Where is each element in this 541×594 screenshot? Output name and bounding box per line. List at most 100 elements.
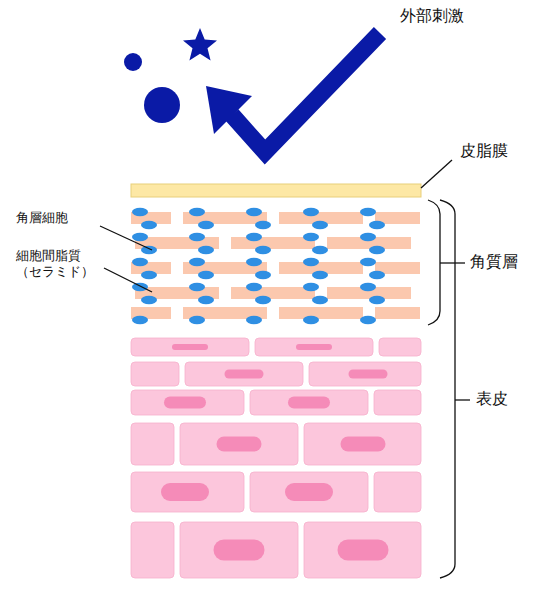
nucleus bbox=[296, 344, 332, 350]
leader-line bbox=[100, 226, 152, 250]
lipid bbox=[141, 221, 157, 229]
sebum-film bbox=[131, 184, 421, 197]
epidermal-cell bbox=[379, 338, 421, 356]
corneocyte bbox=[231, 287, 315, 299]
lipid bbox=[360, 233, 376, 241]
lipid bbox=[246, 316, 262, 324]
bracket bbox=[440, 200, 455, 578]
epidermal-cell bbox=[131, 362, 179, 386]
lipid bbox=[189, 208, 205, 216]
nucleus bbox=[172, 344, 208, 350]
lipid bbox=[303, 283, 319, 291]
corneocyte bbox=[231, 237, 315, 249]
part-label: 細胞間脂質 （セラミド） bbox=[14, 248, 102, 281]
lipid bbox=[255, 271, 271, 279]
corneocyte bbox=[375, 307, 420, 319]
lipid bbox=[255, 296, 271, 304]
lipid bbox=[198, 271, 214, 279]
epidermal-cell bbox=[131, 390, 244, 415]
epidermal-cell bbox=[180, 522, 298, 578]
epidermal-cell bbox=[309, 362, 421, 386]
epidermal-cell bbox=[250, 390, 368, 415]
stimulus-label: 外部刺激 bbox=[398, 6, 466, 26]
nucleus bbox=[341, 437, 386, 452]
lipid bbox=[303, 258, 319, 266]
lipid bbox=[198, 221, 214, 229]
lipid bbox=[303, 316, 319, 324]
lipid bbox=[255, 246, 271, 254]
lipid bbox=[132, 233, 148, 241]
stimulus-arrow bbox=[232, 33, 380, 152]
part-label: 角層細胞 bbox=[14, 210, 70, 226]
lipid bbox=[312, 296, 328, 304]
epidermal-cell bbox=[374, 390, 421, 415]
lipid bbox=[360, 283, 376, 291]
lipid bbox=[369, 296, 385, 304]
epidermis-cells bbox=[131, 338, 421, 578]
lipid bbox=[312, 271, 328, 279]
leader-line bbox=[421, 160, 452, 188]
epidermal-cell bbox=[180, 423, 298, 465]
lipid bbox=[369, 221, 385, 229]
lipid bbox=[132, 208, 148, 216]
stimulus-dot bbox=[124, 53, 142, 71]
lipid bbox=[246, 233, 262, 241]
lipid bbox=[132, 316, 148, 324]
lipid bbox=[360, 208, 376, 216]
lipid bbox=[312, 221, 328, 229]
lipid bbox=[312, 246, 328, 254]
epidermal-cell bbox=[255, 338, 373, 356]
corneocyte bbox=[279, 307, 363, 319]
bracket bbox=[428, 200, 440, 325]
film-label: 皮脂膜 bbox=[458, 141, 510, 161]
lipid bbox=[198, 246, 214, 254]
nucleus bbox=[288, 397, 330, 409]
lipid bbox=[246, 283, 262, 291]
epidermal-cell bbox=[304, 522, 421, 578]
epidermal-cell bbox=[131, 423, 174, 465]
nucleus bbox=[349, 370, 388, 379]
stratum-corneum bbox=[131, 208, 420, 324]
lipid bbox=[189, 258, 205, 266]
nucleus bbox=[217, 437, 262, 452]
arrow-head bbox=[206, 86, 252, 134]
nucleus bbox=[225, 370, 264, 379]
lipid bbox=[132, 258, 148, 266]
nucleus bbox=[338, 540, 389, 561]
epidermal-cell bbox=[131, 472, 244, 512]
nucleus bbox=[164, 397, 206, 409]
stimulus-star bbox=[183, 28, 217, 60]
leader-line bbox=[104, 268, 152, 292]
lipid bbox=[132, 283, 148, 291]
layer-label: 角質層 bbox=[468, 252, 520, 272]
lipid bbox=[360, 258, 376, 266]
lipid bbox=[198, 296, 214, 304]
lipid bbox=[141, 296, 157, 304]
lipid bbox=[189, 283, 205, 291]
nucleus bbox=[214, 540, 265, 561]
lipid bbox=[246, 258, 262, 266]
epidermal-cell bbox=[374, 472, 421, 512]
lipid bbox=[189, 316, 205, 324]
lipid bbox=[141, 271, 157, 279]
lipid bbox=[369, 246, 385, 254]
layer-label: 表皮 bbox=[474, 389, 510, 409]
epidermal-cell bbox=[185, 362, 303, 386]
lipid bbox=[141, 246, 157, 254]
lipid bbox=[255, 221, 271, 229]
stimulus-dot bbox=[144, 87, 180, 123]
nucleus bbox=[161, 483, 209, 501]
leader-line bbox=[455, 399, 470, 400]
lipid bbox=[246, 208, 262, 216]
leader-line bbox=[440, 262, 465, 263]
nucleus bbox=[285, 483, 333, 501]
epidermal-cell bbox=[131, 338, 249, 356]
epidermal-cell bbox=[131, 522, 174, 578]
lipid bbox=[303, 208, 319, 216]
lipid bbox=[189, 233, 205, 241]
lipid bbox=[369, 271, 385, 279]
epidermal-cell bbox=[304, 423, 421, 465]
lipid bbox=[303, 233, 319, 241]
epidermal-cell bbox=[250, 472, 368, 512]
